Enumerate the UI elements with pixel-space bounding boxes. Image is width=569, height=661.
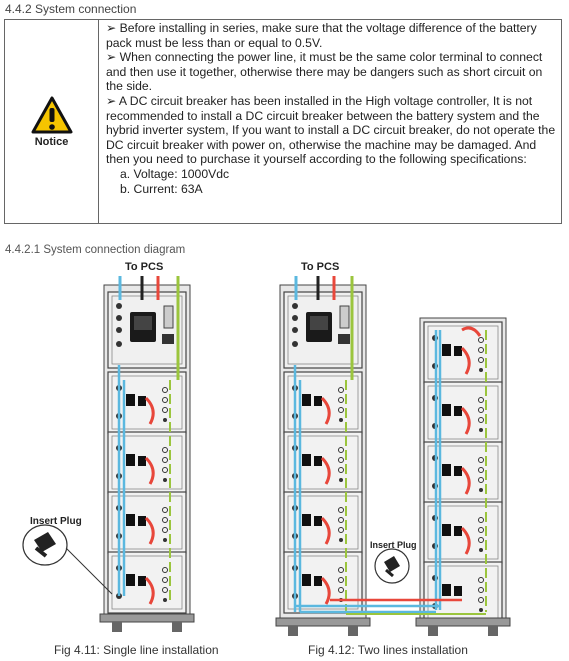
notice-icon-cell: Notice <box>5 20 99 223</box>
section-title: 4.4.2 System connection <box>5 2 137 16</box>
spec-voltage: a. Voltage: 1000Vdc <box>120 166 230 181</box>
notice-box: Notice ➢ Before installing in series, ma… <box>4 19 562 224</box>
notice-label: Notice <box>34 135 69 148</box>
diagram-section-title: 4.4.2.1 System connection diagram <box>5 244 186 256</box>
fig2-caption: Fig 4.12: Two lines installation <box>308 643 468 657</box>
notice-text: ➢ Before installing in series, make sure… <box>99 20 561 223</box>
plug-icon <box>34 532 56 552</box>
fig1-to-pcs-label: To PCS <box>125 261 164 273</box>
fig2-stack-right <box>415 317 511 636</box>
spec-current: b. Current: 63A <box>120 181 203 196</box>
warning-icon <box>31 96 72 133</box>
notice-bullet: ➢ Before installing in series, make sure… <box>106 21 537 50</box>
fig2-to-pcs-label: To PCS <box>301 261 340 273</box>
plug2-circle <box>374 548 410 584</box>
fig1-plug-label: Insert Plug <box>30 516 82 527</box>
notice-bullet: ➢ A DC circuit breaker has been installe… <box>106 93 556 167</box>
fig2-plug-label: Insert Plug <box>370 540 417 550</box>
notice-bullet: ➢ When connecting the power line, it mus… <box>106 50 543 94</box>
fig1-caption: Fig 4.11: Single line installation <box>54 643 219 657</box>
plug1-circle <box>22 524 68 566</box>
fig2-stack-left <box>275 276 371 636</box>
fig1-stack <box>99 276 195 632</box>
